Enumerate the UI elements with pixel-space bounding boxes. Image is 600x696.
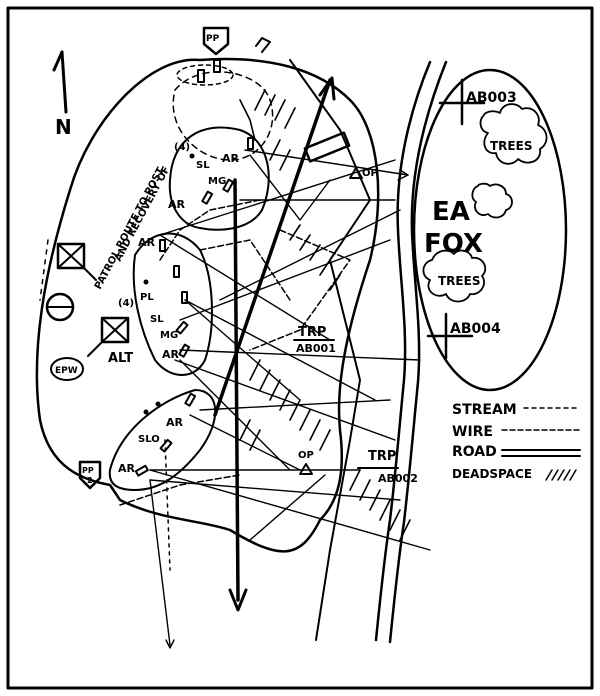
legend-stream: STREAM xyxy=(452,402,517,418)
legend-road: ROAD xyxy=(452,444,497,460)
svg-text:AB003: AB003 xyxy=(466,90,517,106)
north-label: N xyxy=(55,115,72,139)
bunker-dashed xyxy=(176,64,234,86)
legend-wire: WIRE xyxy=(452,424,493,440)
svg-text:MG: MG xyxy=(160,330,178,341)
stream xyxy=(374,60,448,644)
legend-deadspace-hatch xyxy=(545,469,577,481)
trees-label-2: TREES xyxy=(438,274,480,288)
svg-text:PP: PP xyxy=(206,34,220,44)
svg-text:AR: AR xyxy=(162,348,180,361)
alt-position: ALT xyxy=(87,316,133,366)
svg-text:MG: MG xyxy=(208,176,226,187)
svg-text:TRP: TRP xyxy=(298,325,326,340)
left-dash xyxy=(39,239,49,301)
position-middle xyxy=(132,232,213,376)
trees-cluster-mid xyxy=(422,249,487,303)
wire-obstacles xyxy=(119,199,351,571)
legend-road-line xyxy=(501,449,581,457)
position-box-left xyxy=(56,242,97,281)
deadspace-hatching xyxy=(239,89,411,541)
epw-label: EPW xyxy=(55,366,78,376)
svg-text:AR: AR xyxy=(166,416,184,429)
ea-label: EA xyxy=(432,197,470,227)
leader-dots xyxy=(143,153,195,415)
op-upper: OP xyxy=(349,167,378,179)
pp-marker-bottom: PP 2 xyxy=(78,460,102,490)
svg-text:(4): (4) xyxy=(118,298,134,309)
op-lower: OP xyxy=(298,450,314,475)
trees-label-1: TREES xyxy=(490,139,532,153)
svg-text:AB002: AB002 xyxy=(378,472,418,485)
fighting-positions xyxy=(134,59,254,477)
svg-text:(4): (4) xyxy=(174,142,190,153)
weapon-labels: AR AR AR AR AR AR MG MG SL PL SL SLO (4)… xyxy=(118,142,240,475)
road xyxy=(289,59,371,641)
fire-lines xyxy=(149,149,431,649)
sector-line-right xyxy=(213,78,332,417)
sector-line-main xyxy=(233,178,240,602)
svg-text:AB001: AB001 xyxy=(296,342,336,355)
north-arrow: N xyxy=(52,50,72,139)
small-arrow-top xyxy=(255,37,271,53)
arrowhead-top xyxy=(318,76,336,101)
perimeter-outline xyxy=(35,57,380,553)
position-top-dashed xyxy=(172,71,274,161)
svg-text:AR: AR xyxy=(138,236,156,249)
svg-text:OP: OP xyxy=(298,450,314,461)
trp-ab002: TRP AB002 xyxy=(357,449,418,485)
svg-text:SL: SL xyxy=(196,160,210,171)
svg-text:PL: PL xyxy=(140,292,154,303)
engagement-area-outline xyxy=(412,68,568,392)
arrowhead-main xyxy=(228,588,248,612)
position-bottom xyxy=(108,389,217,491)
svg-text:SL: SL xyxy=(150,314,164,325)
trp-ab001: TRP AB001 xyxy=(293,325,336,355)
svg-text:PP: PP xyxy=(82,466,94,475)
epw-point xyxy=(50,357,84,381)
obstacle-bunker xyxy=(303,131,351,163)
legend-deadspace: DEADSPACE xyxy=(452,467,532,481)
svg-text:SLO: SLO xyxy=(138,434,160,445)
svg-text:TRP: TRP xyxy=(368,449,396,464)
svg-text:OP: OP xyxy=(362,168,378,179)
grid-ref-ab003: AB003 xyxy=(438,78,517,126)
svg-text:AR: AR xyxy=(168,198,186,211)
svg-text:ALT: ALT xyxy=(108,351,133,366)
trees-cluster-top xyxy=(479,103,548,165)
svg-text:2: 2 xyxy=(87,476,93,485)
pp-marker-top: PP xyxy=(202,26,230,56)
svg-text:AB004: AB004 xyxy=(450,321,501,337)
svg-text:AR: AR xyxy=(222,152,240,165)
trees-cluster-top-lower xyxy=(471,182,513,219)
frame xyxy=(6,6,594,690)
svg-text:AR: AR xyxy=(118,462,136,475)
grid-ref-ab004: AB004 xyxy=(426,312,501,360)
legend: STREAM WIRE ROAD DEADSPACE xyxy=(452,402,581,481)
